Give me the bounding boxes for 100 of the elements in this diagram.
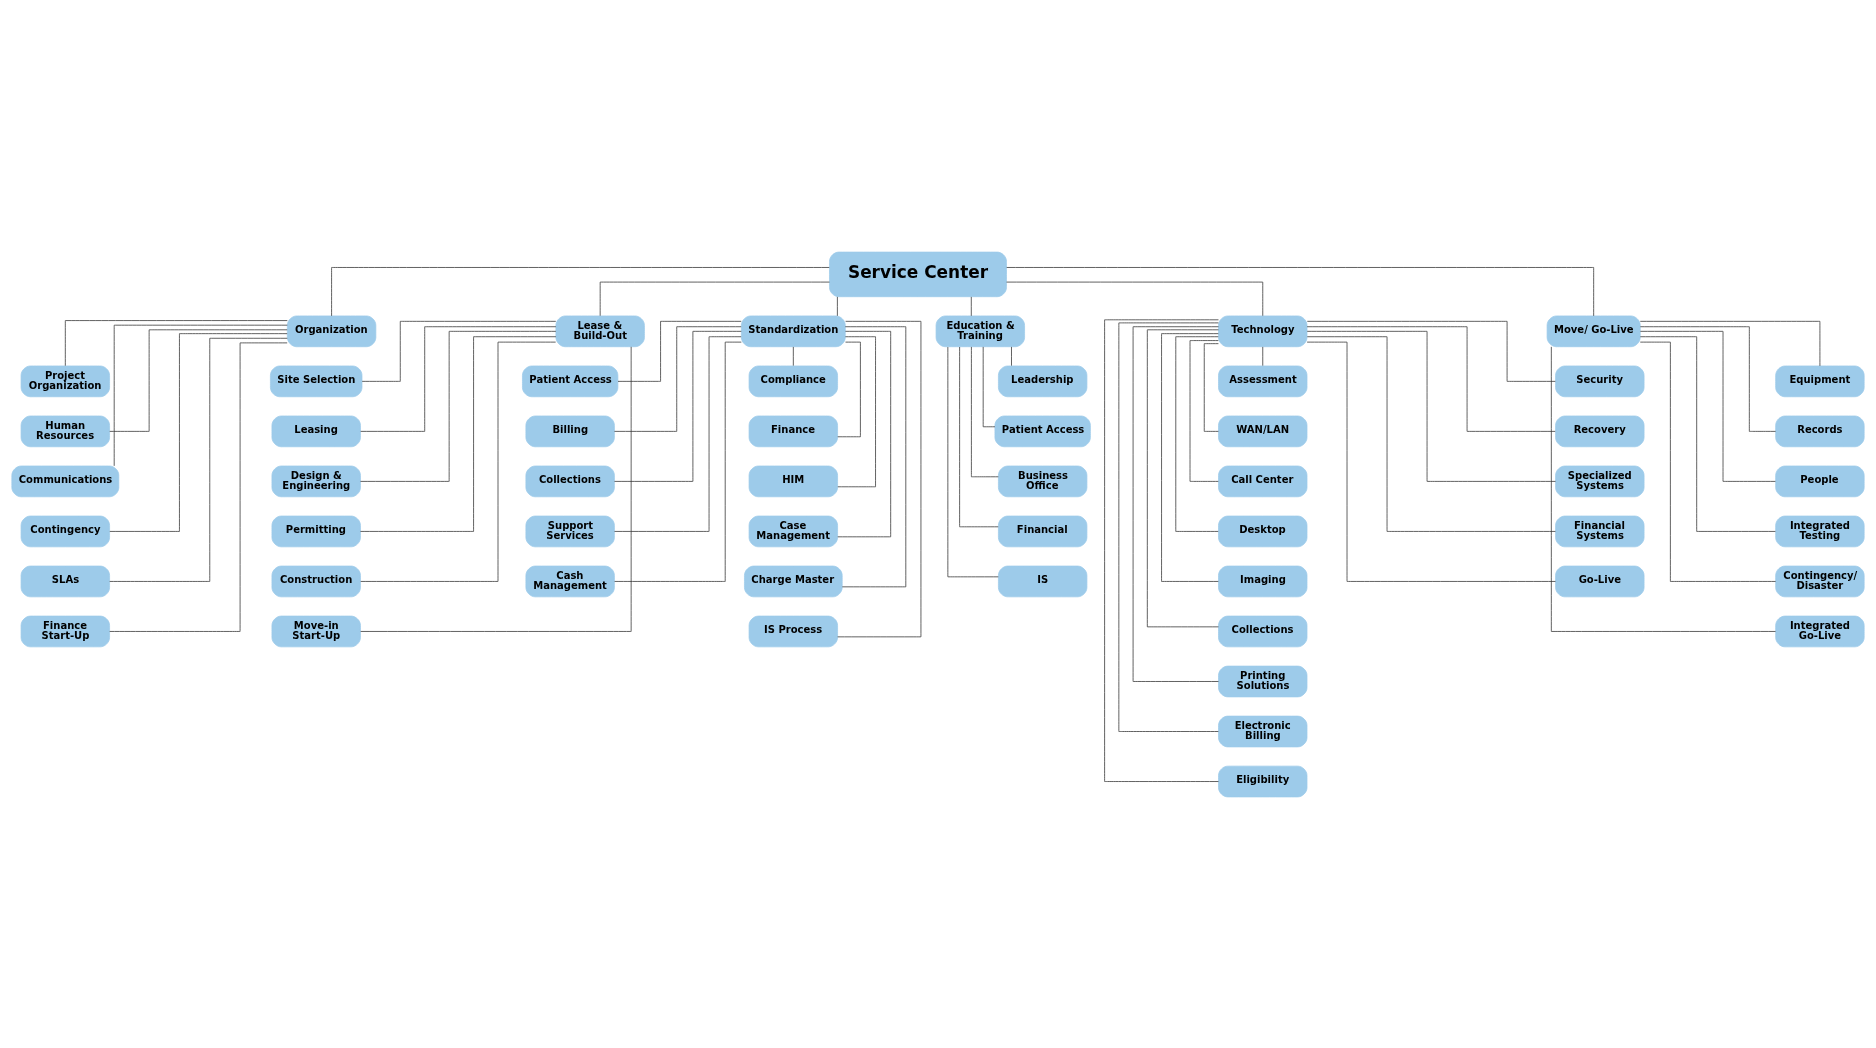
connector — [1639, 330, 1776, 482]
connector — [1262, 346, 1264, 366]
node-box: Move-in Start-Up — [271, 615, 361, 647]
node-box: Service Center — [829, 251, 1007, 297]
node-box: Permitting — [271, 515, 361, 547]
connector — [947, 346, 999, 577]
connector — [1306, 320, 1556, 382]
connector — [1189, 339, 1219, 482]
connector — [837, 341, 861, 437]
connector — [1306, 335, 1556, 532]
node-box: Desktop — [1218, 515, 1308, 547]
node-box: Collections — [525, 465, 615, 497]
node-box: Assessment — [1218, 365, 1308, 397]
connector — [109, 332, 288, 532]
connector — [109, 328, 288, 432]
node-box: Recovery — [1555, 415, 1645, 447]
connector — [1161, 332, 1219, 582]
connector — [1306, 325, 1556, 432]
connector — [361, 320, 557, 382]
connector — [837, 335, 876, 487]
node-box: HIM — [748, 465, 838, 497]
connector — [614, 330, 742, 482]
node-box: Financial — [998, 515, 1088, 547]
connector — [360, 341, 557, 582]
connector — [360, 325, 557, 432]
node-box: Design & Engineering — [271, 465, 361, 497]
connector — [109, 342, 288, 632]
connector — [792, 346, 794, 366]
connector — [959, 346, 999, 527]
connector — [971, 346, 999, 477]
node-box: Site Selection — [270, 365, 363, 397]
node-box: Electronic Billing — [1218, 715, 1308, 747]
connector — [982, 346, 996, 427]
node-box: Communications — [11, 465, 120, 497]
connector — [837, 320, 922, 637]
connector — [837, 296, 838, 316]
node-box: Finance Start-Up — [20, 615, 110, 647]
node-box: Project Organization — [20, 365, 110, 397]
node-box: Organization — [286, 315, 377, 347]
node-box: Eligibility — [1218, 765, 1308, 797]
node-box: Charge Master — [744, 565, 843, 597]
connector — [1175, 335, 1219, 532]
connector — [614, 335, 742, 532]
node-box: Imaging — [1218, 565, 1308, 597]
node-box: Move/ Go-Live — [1546, 315, 1641, 347]
connector — [617, 320, 742, 382]
node-box: Leasing — [271, 415, 361, 447]
connector — [1104, 318, 1219, 782]
connector — [841, 325, 907, 587]
node-box: Records — [1775, 415, 1865, 447]
connector — [599, 281, 830, 316]
node-box: Education & Training — [935, 315, 1025, 347]
node-box: Billing — [525, 415, 615, 447]
connector — [614, 341, 742, 582]
connector — [109, 337, 288, 582]
node-box: Leadership — [998, 365, 1088, 397]
connector — [1006, 281, 1264, 316]
node-box: WAN/LAN — [1218, 415, 1308, 447]
node-box: Contingency/ Disaster — [1775, 565, 1865, 597]
connector — [1011, 346, 1012, 366]
node-box: Human Resources — [20, 415, 110, 447]
node-box: Technology — [1218, 315, 1308, 347]
node-box: Specialized Systems — [1555, 465, 1645, 497]
node-box: IS Process — [748, 615, 838, 647]
connector — [1640, 325, 1776, 432]
node-box: Go-Live — [1555, 565, 1645, 597]
connector — [614, 325, 742, 432]
node-box: Construction — [271, 565, 361, 597]
connector — [331, 266, 830, 316]
connector — [1550, 345, 1776, 632]
connector — [360, 335, 557, 532]
node-box: Lease & Build-Out — [555, 315, 645, 347]
node-box: Contingency — [20, 515, 110, 547]
connector — [360, 330, 557, 482]
connector — [64, 319, 288, 366]
node-box: Case Management — [748, 515, 838, 547]
node-box: Equipment — [1775, 365, 1865, 397]
connector — [360, 345, 632, 632]
connector — [1639, 335, 1776, 532]
node-box: Patient Access — [994, 415, 1091, 447]
node-box: Financial Systems — [1555, 515, 1645, 547]
node-box: Patient Access — [522, 365, 619, 397]
connector — [1639, 320, 1821, 366]
node-box: Support Services — [525, 515, 615, 547]
node-box: Integrated Go-Live — [1775, 615, 1865, 647]
node-box: IS — [998, 565, 1088, 597]
connector — [1146, 328, 1219, 627]
node-box: Cash Management — [525, 565, 615, 597]
connector — [837, 330, 892, 537]
node-box: Finance — [748, 415, 838, 447]
connector — [970, 296, 972, 316]
node-box: Standardization — [741, 315, 846, 347]
connector — [1306, 341, 1556, 582]
node-box: SLAs — [20, 565, 110, 597]
node-box: Printing Solutions — [1218, 665, 1308, 697]
connector — [1203, 342, 1219, 432]
connector — [1639, 341, 1777, 582]
connector — [1306, 330, 1556, 482]
connector — [1132, 325, 1219, 682]
connector — [1006, 266, 1595, 316]
